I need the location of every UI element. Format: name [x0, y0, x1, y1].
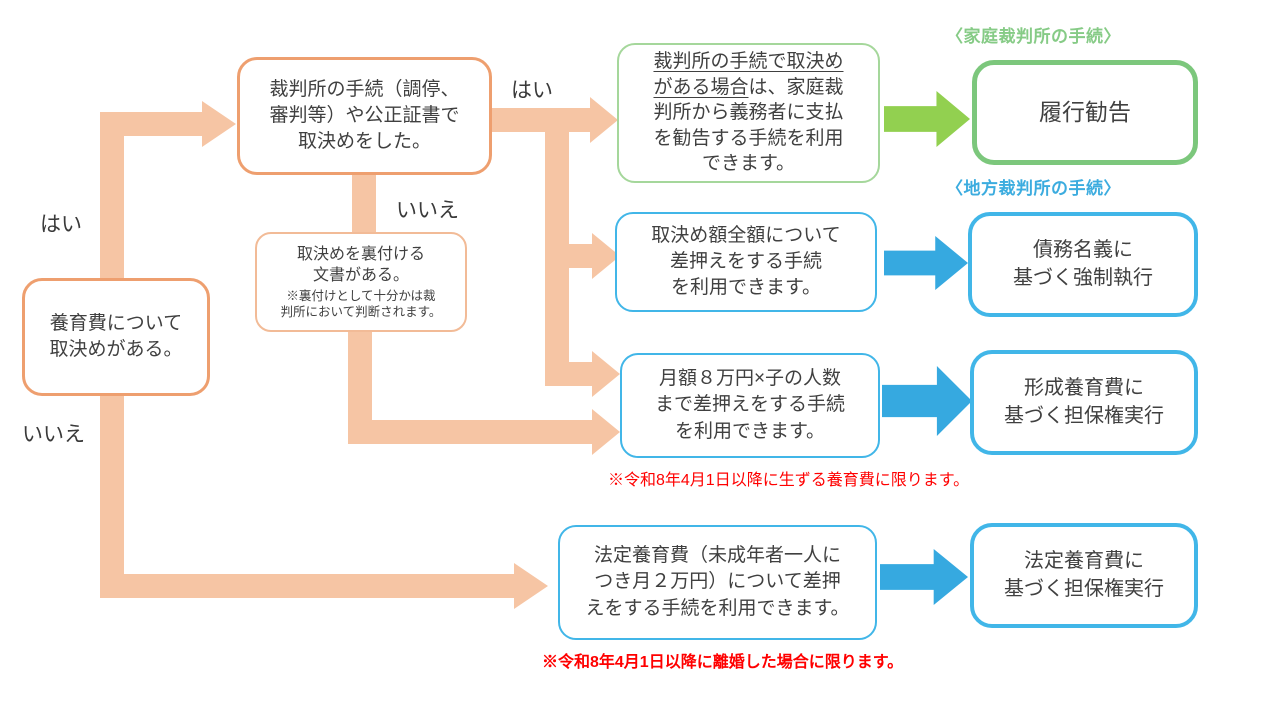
bottom-connector-bar [100, 574, 514, 598]
payment-advice-line3: 判所から義務者に支払 [653, 102, 844, 124]
green-arrow-icon [884, 91, 970, 147]
monthly-seizure-arrowhead-icon [592, 351, 620, 397]
statutory-support-seizure-box: 法定養育費（未成年者一人に つき月２万円）について差押 えをする手続を利用できま… [558, 525, 877, 640]
monthly-limit-note: ※令和8年4月1日以降に生ずる養育費に限ります。 [608, 472, 970, 489]
payment-advice-line2: がある場合は、家庭裁 [653, 76, 844, 98]
court-to-doc-connector [352, 174, 376, 234]
payment-advice-line4: を勧告する手続を利用 [653, 127, 844, 149]
no-label-bottom: いいえ [22, 423, 85, 446]
supporting-document-box: 取決めを裏付ける 文書がある。 ※裏付けとして十分かは裁 判所において判断されま… [255, 232, 467, 332]
full-amount-seizure-box: 取決め額全額について 差押えをする手続 を利用できます。 [615, 212, 877, 312]
blue-arrow-monthly-icon [882, 366, 972, 436]
top-left-connector-bar [100, 112, 202, 136]
district-court-header: 〈地方裁判所の手続〉 [946, 179, 1121, 198]
court-procedure-box: 裁判所の手続（調停、 審判等）や公正証書で 取決めをした。 [237, 57, 492, 175]
top-left-connector-arrowhead-icon [202, 101, 236, 147]
yes-label-middle: はい [511, 79, 553, 102]
bottom-connector-arrowhead-icon [514, 563, 548, 609]
payment-advice-line1: 裁判所の手続で取決め [653, 50, 844, 72]
supporting-document-note: ※裏付けとして十分かは裁 判所において判断されます。 [280, 288, 442, 320]
formed-support-lien-box: 形成養育費に 基づく担保権実行 [970, 350, 1198, 455]
compulsory-execution-box: 債務名義に 基づく強制執行 [968, 212, 1198, 317]
payment-advice-procedure-box: 裁判所の手続で取決め がある場合は、家庭裁 判所から義務者に支払 を勧告する手続… [617, 43, 880, 183]
blue-arrow-statutory-icon [880, 549, 968, 605]
statutory-limit-note: ※令和8年4月1日以降に離婚した場合に限ります。 [542, 654, 904, 671]
doc-down-line [348, 330, 372, 426]
yes-label-top: はい [40, 213, 82, 236]
no-label-middle: いいえ [396, 199, 459, 222]
payment-advice-line5: できます。 [701, 153, 796, 175]
monthly-seizure-branch-bar [545, 362, 592, 386]
start-box-agreement: 養育費について 取決めがある。 [22, 278, 210, 396]
performance-advice-box: 履行勧告 [972, 60, 1198, 165]
doc-branch-bar [348, 420, 594, 444]
statutory-support-lien-box: 法定養育費に 基づく担保権実行 [970, 523, 1198, 628]
yes-branch-arrowhead-icon [590, 97, 618, 143]
full-seizure-branch-bar [545, 244, 592, 268]
doc-branch-arrowhead-icon [592, 409, 620, 455]
yes-branch-bar [492, 108, 592, 132]
blue-arrow-full-icon [884, 236, 968, 290]
monthly-cap-seizure-box: 月額８万円×子の人数 まで差押えをする手続 を利用できます。 [620, 353, 880, 458]
supporting-document-text: 取決めを裏付ける 文書がある。 [296, 245, 425, 285]
family-court-header: 〈家庭裁判所の手続〉 [946, 27, 1121, 46]
